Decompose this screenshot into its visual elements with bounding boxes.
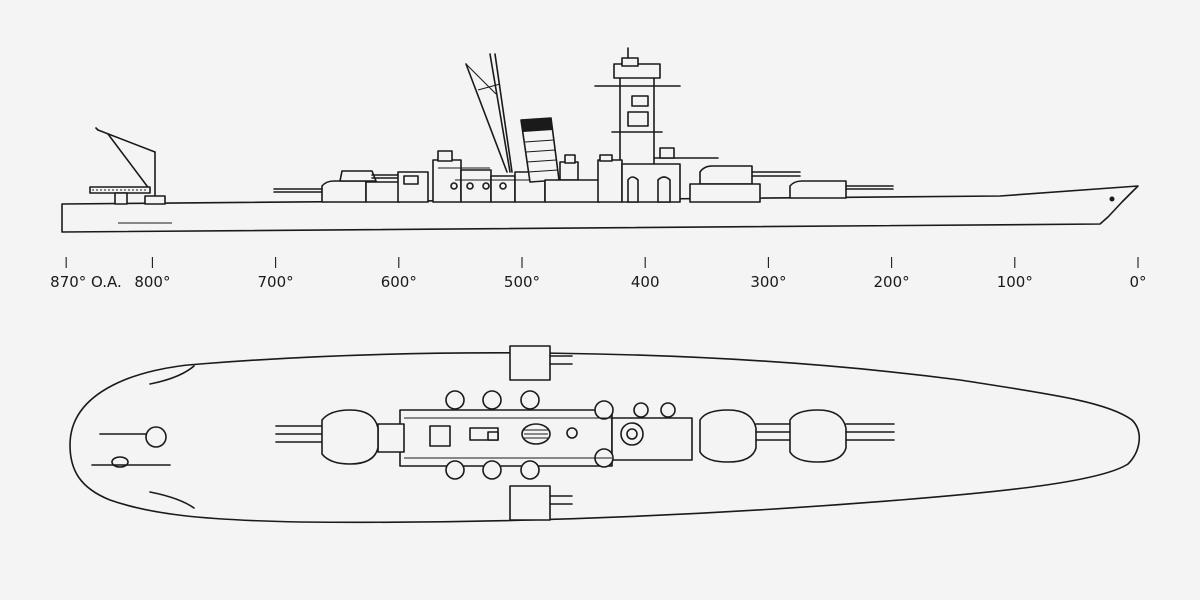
scale-tick-label: 100° xyxy=(997,273,1033,291)
scale-tick-label: 300° xyxy=(750,273,786,291)
forward-turret-2-side xyxy=(689,165,801,203)
length-scale: 870° O.A. 800° 700° 600° 500° 400 300° 200° 100°… xyxy=(50,257,1147,291)
side-elevation xyxy=(61,47,1139,233)
aft-crane xyxy=(89,127,166,205)
aft-turret-plan xyxy=(275,409,379,465)
forward-turret-1-plan xyxy=(789,409,895,463)
bridge-tower xyxy=(594,47,719,203)
scale-tick-label: 500° xyxy=(504,273,540,291)
scale-tick-label: 200° xyxy=(874,273,910,291)
secondary-mounts xyxy=(445,390,676,480)
forward-turret-1-side xyxy=(789,180,894,199)
wing-turret-upper xyxy=(509,345,573,381)
aft-superstructure xyxy=(365,150,546,203)
mainmast xyxy=(465,53,513,173)
scale-tick-label: 700° xyxy=(258,273,294,291)
plan-view xyxy=(69,345,1140,524)
funnel xyxy=(520,117,601,203)
scale-tick-label: 600° xyxy=(381,273,417,291)
aft-turret-side xyxy=(273,170,399,203)
scale-tick-label: 0° xyxy=(1129,273,1146,291)
wing-turret-lower xyxy=(509,485,573,521)
scale-tick-label: 800° xyxy=(134,273,170,291)
hull-side xyxy=(61,185,1139,233)
scale-tick-label: 400 xyxy=(631,273,660,291)
scale-tick-label: 870° O.A. xyxy=(50,273,122,291)
